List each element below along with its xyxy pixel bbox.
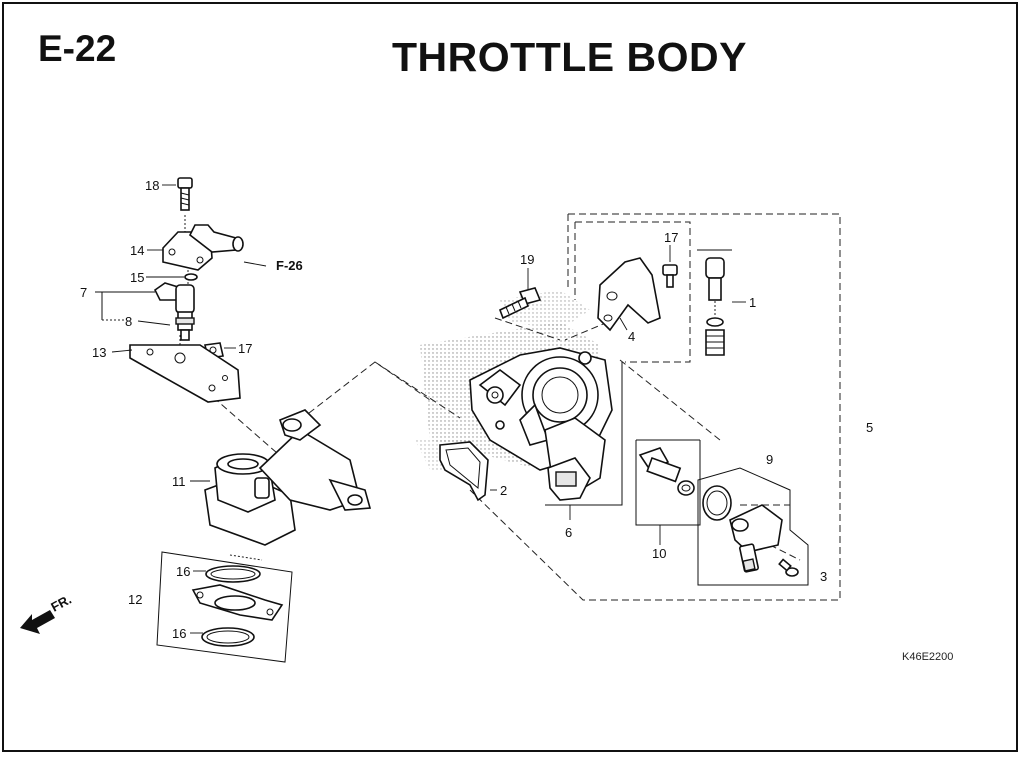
group-boundary-12 <box>156 551 293 663</box>
callout-9: 9 <box>766 452 773 467</box>
callout-7: 7 <box>80 285 87 300</box>
callout-16-upper: 16 <box>176 564 190 579</box>
insulator-12 <box>191 584 284 621</box>
svg-text:F-26: F-26 <box>276 258 303 273</box>
callout-13: 13 <box>92 345 106 360</box>
callout-labels: 18 14 15 7 8 13 17 11 12 16 16 19 17 4 1… <box>80 178 873 641</box>
callout-15: 15 <box>130 270 144 285</box>
svg-text:FR.: FR. <box>48 592 74 615</box>
reference-f26: F-26 <box>276 258 303 273</box>
callout-11: 11 <box>172 474 186 489</box>
screw-3 <box>778 558 799 577</box>
callout-20: 19 <box>520 252 534 267</box>
group-boundary-4 <box>574 221 691 363</box>
bolt-20 <box>498 287 542 320</box>
leader-lines <box>95 184 746 634</box>
drawing-code: K46E2200 <box>902 651 954 663</box>
o-ring-15 <box>184 273 198 281</box>
gasket-16-lower <box>201 627 255 647</box>
injector-7 <box>153 282 195 341</box>
sensor-10 <box>638 447 695 496</box>
throttle-body-6 <box>469 347 613 501</box>
callout-8: 8 <box>125 314 132 329</box>
intake-manifold-11 <box>204 409 372 546</box>
screw-17 <box>662 264 678 288</box>
callout-5: 5 <box>866 420 873 435</box>
callout-10: 10 <box>652 546 666 561</box>
callout-18: 17 <box>238 341 252 356</box>
callout-3: 3 <box>820 569 827 584</box>
callout-16-lower: 16 <box>172 626 186 641</box>
callout-1: 1 <box>749 295 756 310</box>
seal-ring-9 <box>702 485 732 521</box>
callout-14: 14 <box>130 243 144 258</box>
group-boundary-7 <box>95 291 125 321</box>
callout-4: 4 <box>628 329 635 344</box>
front-direction-marker: FR. <box>20 592 74 634</box>
page-title: THROTTLE BODY <box>392 34 747 80</box>
callout-17: 17 <box>664 230 678 245</box>
group-boundary-5 <box>469 213 841 601</box>
idle-valve-1 <box>697 249 732 356</box>
callout-12: 12 <box>128 592 142 607</box>
section-code: E-22 <box>38 28 117 69</box>
group-boundary-6 <box>545 362 623 506</box>
gasket-16-upper <box>205 565 261 583</box>
bracket-plate-13 <box>129 344 241 403</box>
callout-19: 18 <box>145 178 159 193</box>
callout-6: 6 <box>565 525 572 540</box>
gasket-2 <box>439 441 489 502</box>
cable-bracket-4 <box>597 257 661 332</box>
injector-joint-14 <box>162 224 244 271</box>
group-boundary-10-9 <box>635 439 809 586</box>
map-sensor-9 <box>729 504 783 573</box>
callout-2: 2 <box>500 483 507 498</box>
bolt-19 <box>177 177 193 211</box>
front-arrow-icon <box>20 610 55 634</box>
